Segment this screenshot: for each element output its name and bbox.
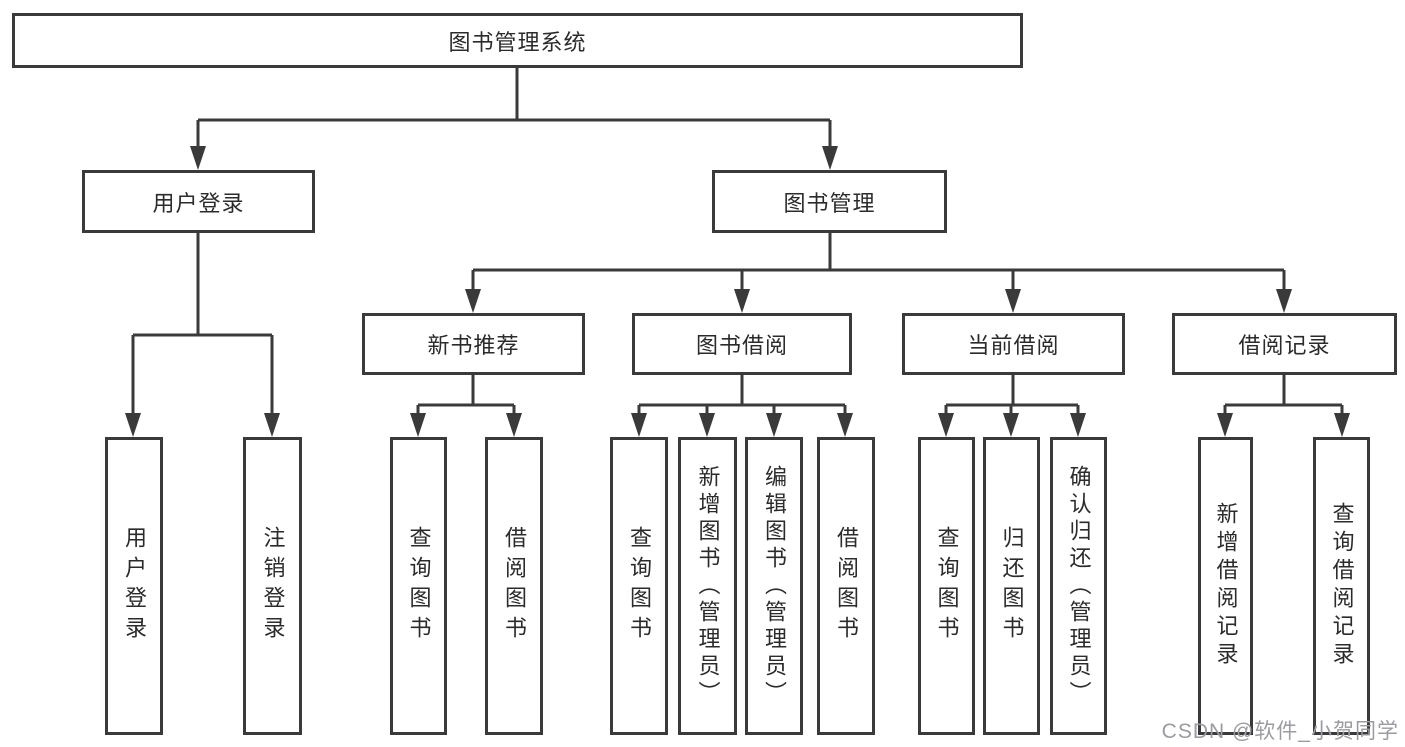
leaf-confirm-return-admin: 确认归还（管理员） [1050,437,1107,735]
node-label: 查询图书 [627,526,652,646]
node-label: 图书管理 [783,190,876,216]
node-label: 用户登录 [122,526,147,646]
node-label: 查询借阅记录 [1329,502,1355,670]
node-label: 借阅记录 [1238,333,1331,358]
node-label: 借阅图书 [502,526,527,646]
node-root-system: 图书管理系统 [12,13,1023,68]
node-current-borrowing: 当前借阅 [902,313,1125,375]
node-label: 新增图书（管理员） [695,464,721,708]
node-label: 新书推荐 [427,333,520,358]
node-label: 归还图书 [999,526,1025,646]
leaf-edit-book-admin: 编辑图书（管理员） [745,437,803,735]
node-label: 新增借阅记录 [1213,502,1239,670]
node-label: 借阅图书 [834,526,859,646]
node-label: 用户登录 [152,190,245,216]
leaf-add-borrow-record: 新增借阅记录 [1198,437,1253,735]
node-book-management: 图书管理 [712,170,947,233]
leaf-logout-login: 注销登录 [243,437,302,735]
node-label: 图书管理系统 [448,29,587,55]
node-label: 注销登录 [260,526,286,646]
node-borrow-records: 借阅记录 [1172,313,1397,375]
leaf-add-book-admin: 新增图书（管理员） [678,437,737,735]
node-label: 查询图书 [934,526,960,646]
watermark-text: CSDN @软件_小贺同学 [1161,720,1399,743]
leaf-user-login: 用户登录 [105,437,163,735]
leaf-borrow-books-recommend: 借阅图书 [485,437,543,735]
leaf-query-books-current: 查询图书 [918,437,975,735]
node-label: 编辑图书（管理员） [762,464,787,708]
leaf-return-books: 归还图书 [983,437,1040,735]
leaf-query-books-recommend: 查询图书 [390,437,447,735]
leaf-query-borrow-record: 查询借阅记录 [1313,437,1370,735]
node-book-borrowing: 图书借阅 [632,313,852,375]
arrowheads [125,146,1350,437]
node-label: 当前借阅 [967,333,1060,358]
node-label: 确认归还（管理员） [1066,464,1092,708]
node-label: 查询图书 [406,526,432,646]
leaf-query-books-borrow: 查询图书 [610,437,668,735]
node-user-login: 用户登录 [82,170,315,233]
leaf-borrow-books: 借阅图书 [817,437,875,735]
node-label: 图书借阅 [695,333,788,358]
node-new-book-recommend: 新书推荐 [362,313,585,375]
